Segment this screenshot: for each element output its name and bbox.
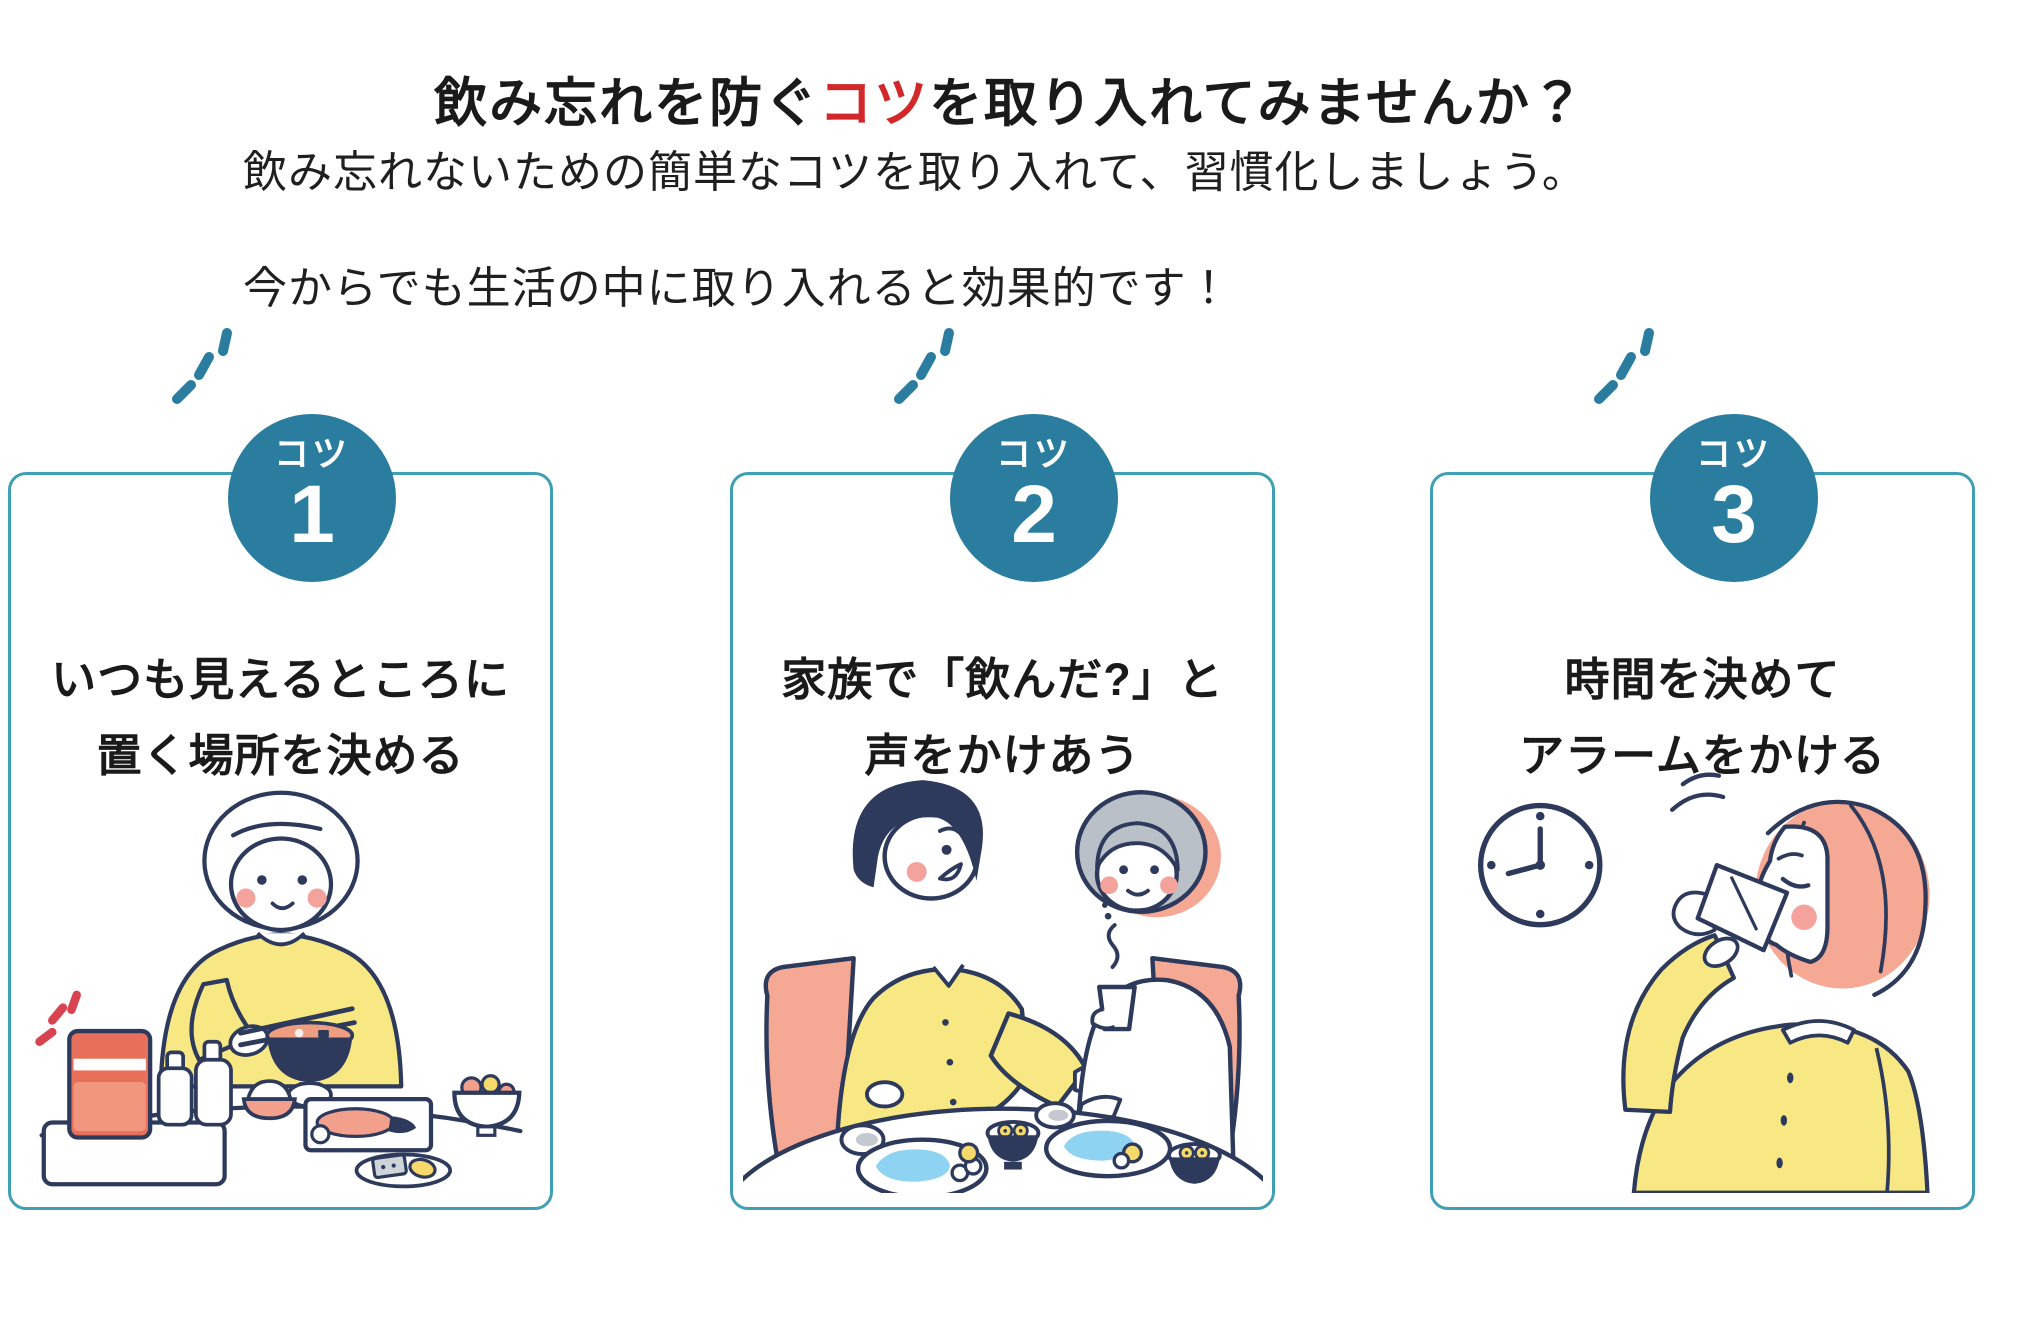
badge-label: コツ	[1695, 435, 1772, 474]
medicine-pack	[66, 1028, 152, 1140]
subtitle-line-2: 今からでも生活の中に取り入れると効果的です！	[243, 264, 1232, 313]
tip-card-1-title-line2: 置く場所を決める	[96, 730, 465, 782]
tip-card-1: コツ 1 いつも見えるところに 置く場所を決める	[8, 328, 553, 1210]
medicine-sachet-dish	[354, 1152, 452, 1189]
tip-card-1-title: いつも見えるところに 置く場所を決める	[11, 657, 550, 779]
miso-bowl-2	[1166, 1142, 1222, 1184]
badge-number: 1	[289, 469, 335, 560]
badge-label: コツ	[995, 435, 1072, 474]
tip-card-3-title: 時間を決めて アラームをかける	[1433, 657, 1972, 779]
tip-badge-2: コツ 2	[950, 414, 1118, 582]
badge-label: コツ	[273, 435, 350, 474]
table-dishes	[839, 1101, 1222, 1193]
tip-card-2-title-line2: 声をかけあう	[864, 730, 1141, 782]
tip-card-2-title: 家族で「飲んだ?」と 声をかけあう	[733, 657, 1272, 779]
medicine-tray	[34, 990, 233, 1187]
tip-card-2-title-line1: 家族で「飲んだ?」と	[781, 654, 1224, 706]
tip-badge-3: コツ 3	[1650, 414, 1818, 582]
motion-arcs	[1669, 772, 1725, 812]
red-sparkle-icon	[34, 990, 81, 1046]
couple-at-table-illustration	[742, 780, 1263, 1193]
tip-badge-1: コツ 1	[228, 414, 396, 582]
seasoning-bottles	[156, 1039, 233, 1127]
salad-bowl	[451, 1074, 521, 1137]
medicine-packet	[1695, 862, 1789, 953]
badge-number: 2	[1011, 469, 1057, 560]
senior-woman-figure	[158, 790, 403, 1109]
tip-card-3-title-line2: アラームをかける	[1519, 730, 1886, 782]
page-title-text: 飲み忘れを防ぐ	[434, 73, 820, 133]
tip-card-1-title-line1: いつも見えるところに	[51, 654, 510, 706]
rice-bowl	[241, 1079, 297, 1121]
badge-number: 3	[1711, 469, 1757, 560]
badge-sparkle-icon	[894, 328, 954, 404]
soup-bowl	[264, 1020, 354, 1109]
woman-drinking-medicine-illustration	[1477, 772, 1930, 1193]
tea-cup	[1089, 902, 1137, 1032]
page-title-text-2: を取り入れてみませんか？	[929, 73, 1586, 133]
tip-card-3: コツ 3 時間を決めて アラームをかける	[1430, 328, 1975, 1210]
miso-bowl-1	[985, 1120, 1040, 1170]
badge-sparkle-icon	[172, 328, 232, 404]
page-title-highlight: コツ	[819, 73, 930, 133]
clock-icon	[1477, 802, 1602, 928]
woman-drinking-figure	[1620, 799, 1930, 1193]
badge-sparkle-icon	[1594, 328, 1654, 404]
page-subtitle: 飲み忘れないための簡単なコツを取り入れて、習慣化しましょう。 今からでも生活の中…	[243, 150, 1587, 311]
fish-plate	[302, 1097, 433, 1153]
tip-card-2: コツ 2 家族で「飲んだ?」と 声をかけあう	[730, 328, 1275, 1210]
subtitle-line-1: 飲み忘れないための簡単なコツを取り入れて、習慣化しましょう。	[243, 148, 1587, 197]
woman-eating-illustration	[34, 790, 522, 1189]
tip-card-3-title-line1: 時間を決めて	[1564, 654, 1841, 706]
page-title: 飲み忘れを防ぐコツを取り入れてみませんか？	[0, 73, 2020, 133]
